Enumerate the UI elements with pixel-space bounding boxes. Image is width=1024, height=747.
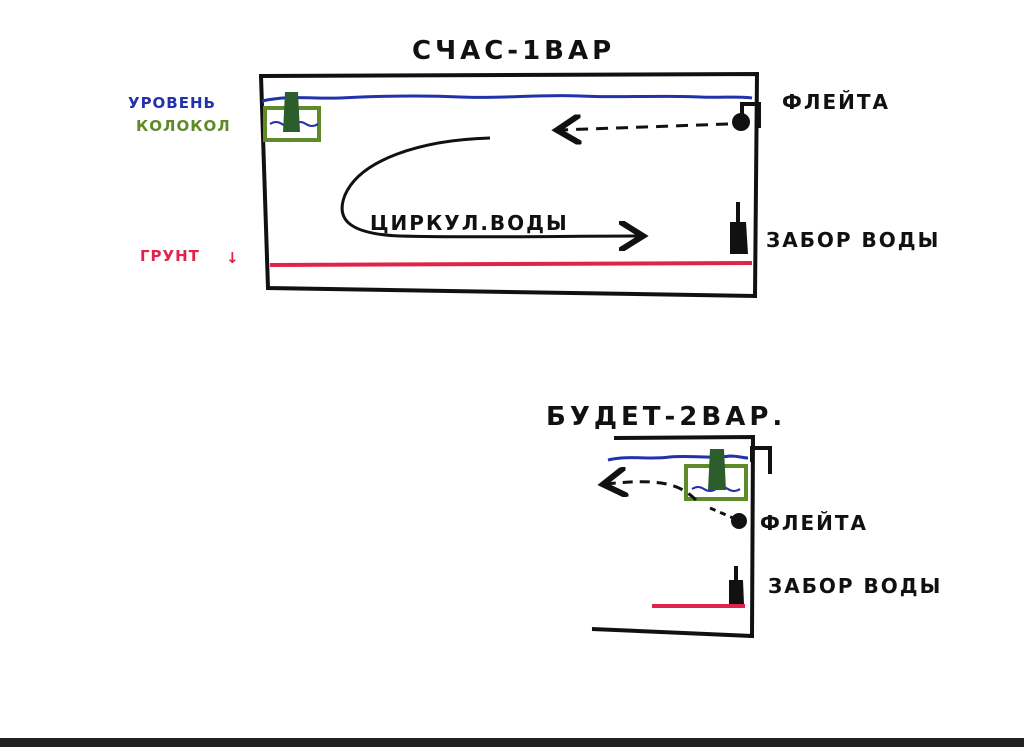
tank-outline-1: [258, 71, 760, 299]
circulation-arrow: [340, 136, 640, 237]
label-flute-2: ФЛЕЙТА: [760, 511, 868, 535]
aquarium-diagram-1: [258, 71, 761, 299]
label-water-level: УРОВЕНЬ: [128, 94, 216, 112]
substrate-line-1: [269, 261, 753, 267]
water-intake-icon: [730, 202, 748, 254]
substrate-down-arrow-icon: ↓: [226, 249, 240, 267]
label-flute: ФЛЕЙТА: [782, 90, 890, 114]
diagram2-title: БУДЕТ-2ВАР.: [546, 402, 787, 432]
flute-flow-arrow-2: [606, 482, 698, 502]
bell-icon: [263, 92, 321, 142]
flute-icon: [732, 102, 761, 131]
tank-outline-2: [591, 434, 756, 639]
bell-icon-2: [684, 449, 748, 501]
label-circulation: ЦИРКУЛ.ВОДЫ: [370, 211, 569, 235]
water-intake-icon-2: [729, 566, 744, 604]
flute-icon-2: [709, 446, 772, 529]
diagram1-title: СЧАС-1ВАР: [412, 36, 616, 66]
water-level-line-1: [261, 94, 753, 103]
label-substrate: ГРУНТ: [140, 247, 200, 265]
label-water-intake-2: ЗАБОР ВОДЫ: [768, 574, 943, 598]
water-level-line-2: [607, 454, 749, 462]
flute-flow-arrow: [560, 124, 729, 130]
page-bottom-edge: [0, 738, 1024, 747]
label-water-intake: ЗАБОР ВОДЫ: [766, 228, 941, 252]
aquarium-diagram-2: [591, 434, 772, 639]
label-bell: КОЛОКОЛ: [136, 117, 231, 135]
